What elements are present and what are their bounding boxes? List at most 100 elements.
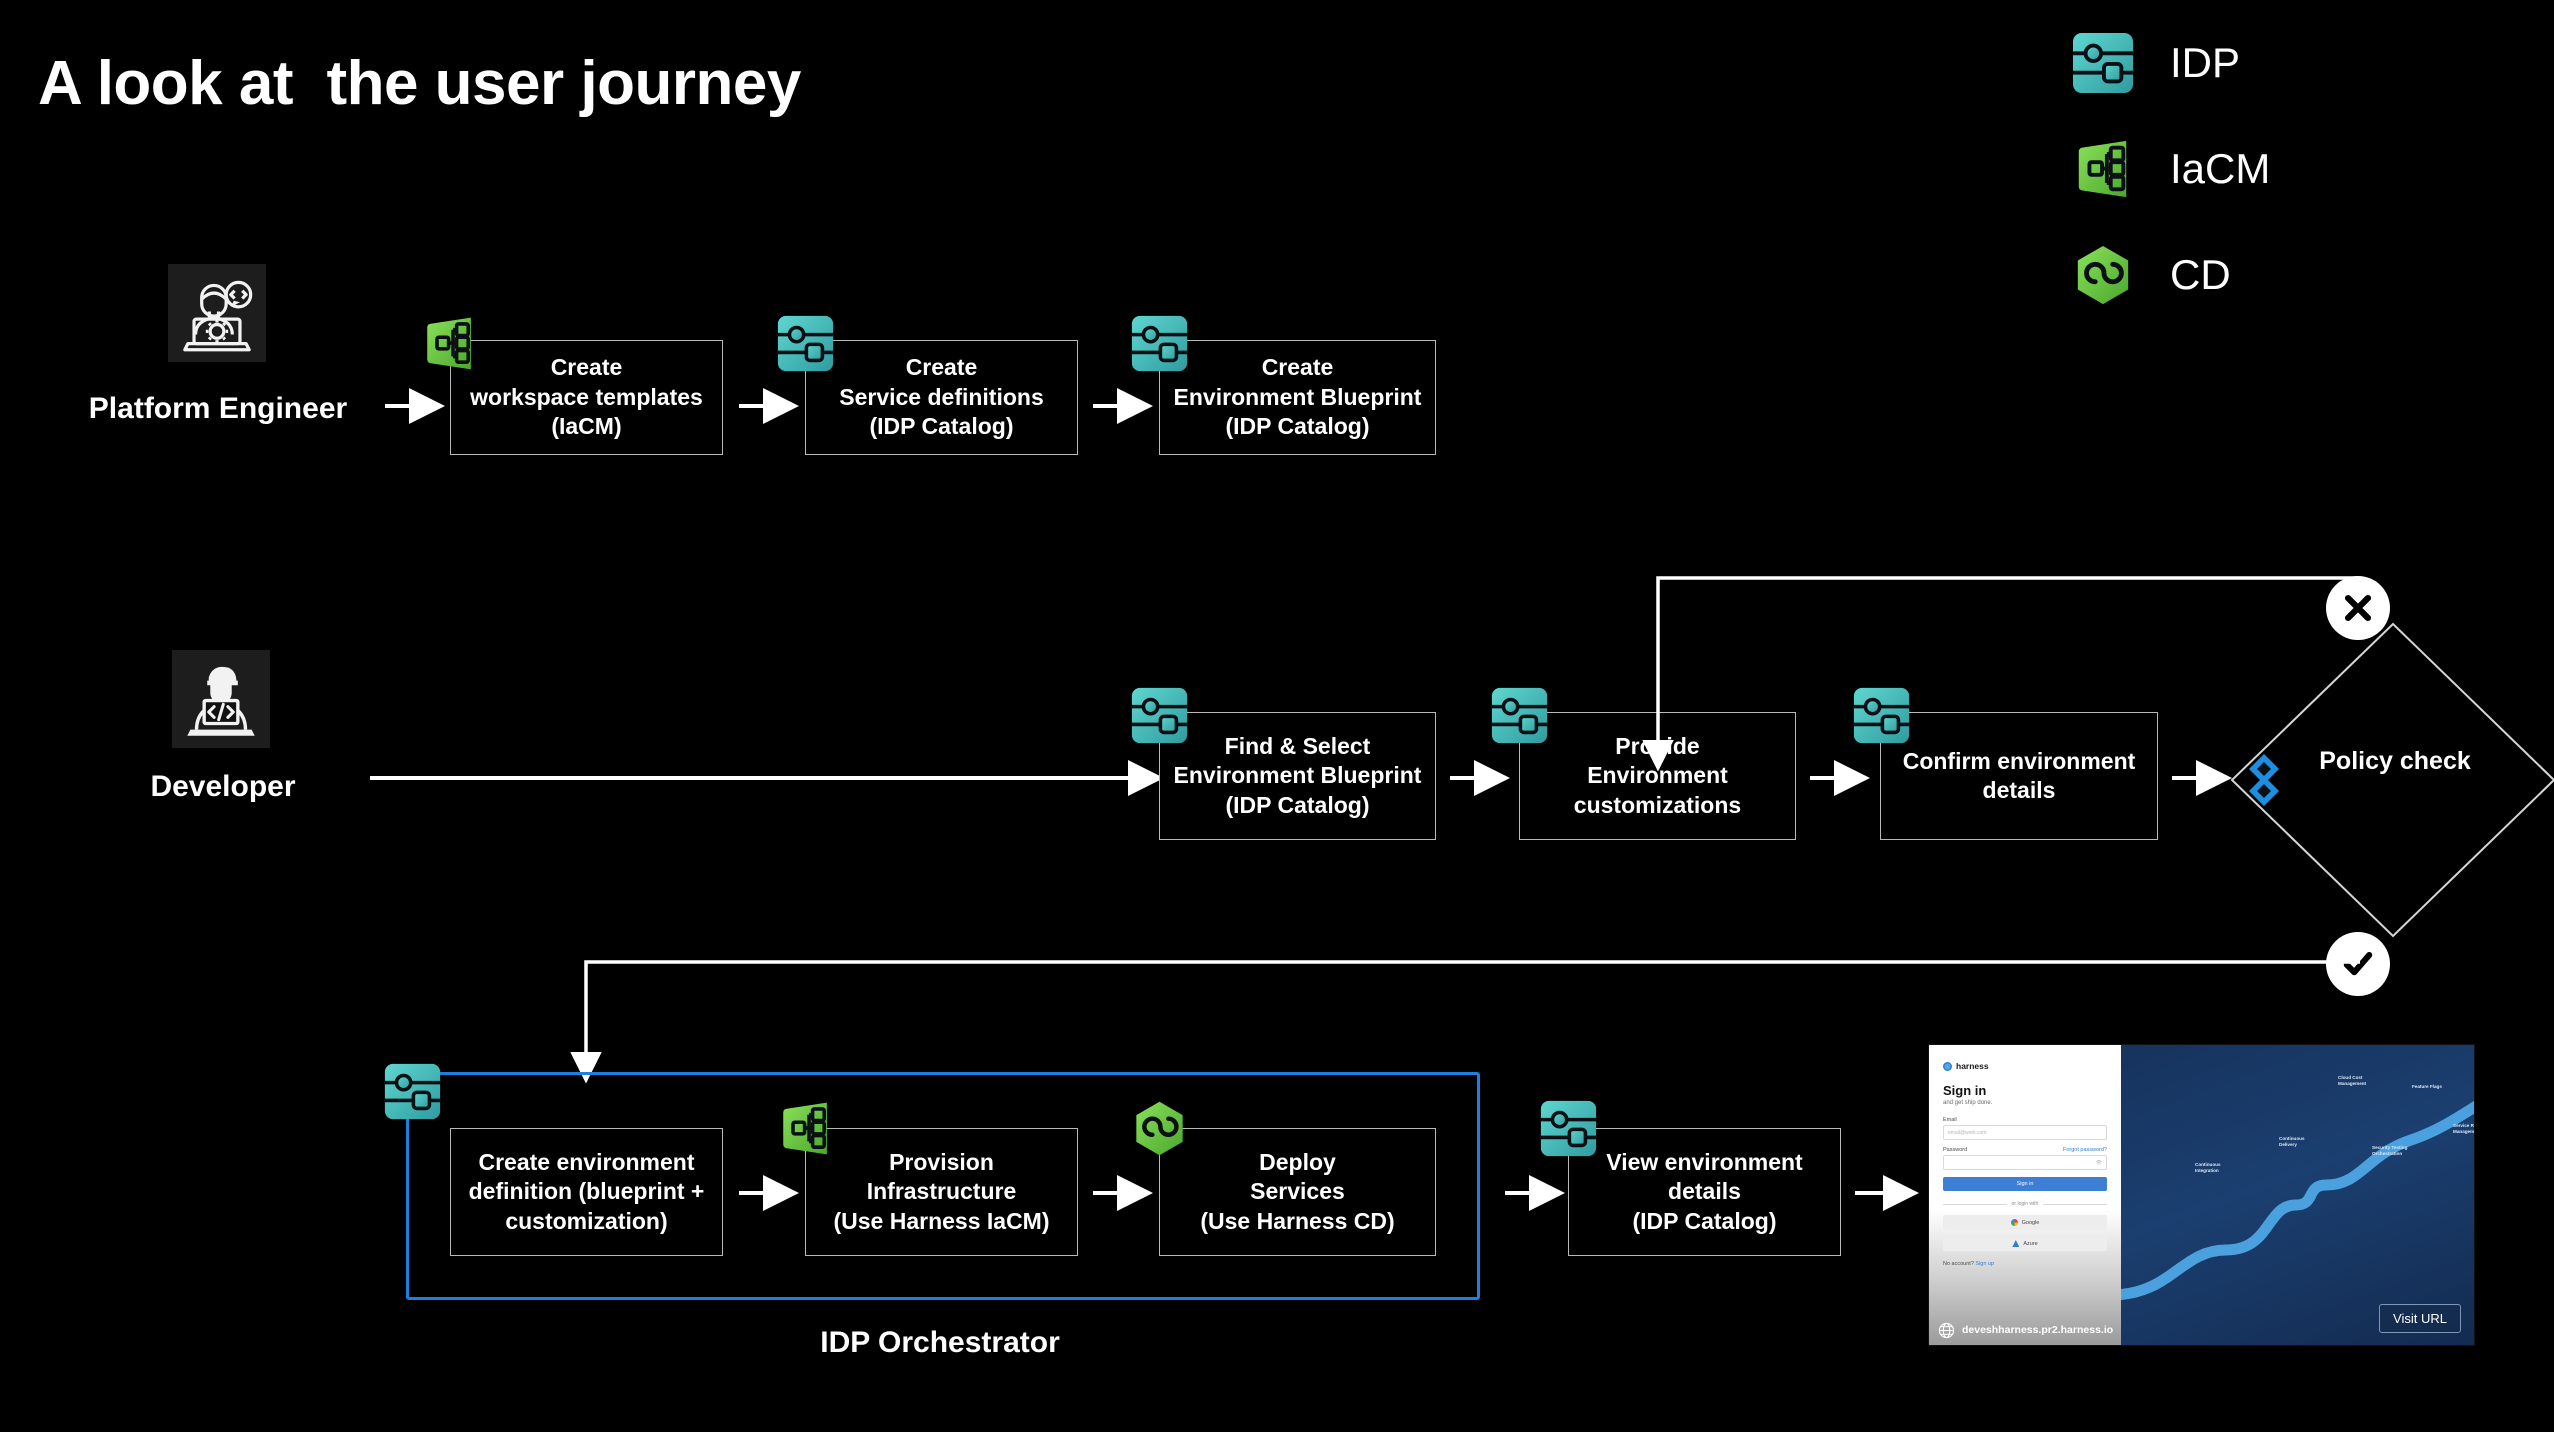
idp-icon [777,315,834,372]
idp-icon [384,1063,441,1120]
policy-label-line: Policy [2319,747,2393,775]
step-deploy-services[interactable]: Deploy Services (Use Harness CD) [1159,1128,1436,1256]
arrow-orch-step3-to-step4 [1505,1175,1565,1211]
legend-item-cd: CD [2072,222,2270,328]
eye-icon[interactable]: 👁 [2095,1159,2102,1166]
step-create-service-definitions[interactable]: Create Service definitions (IDP Catalog) [805,340,1078,455]
step-line: details [1982,777,2056,803]
step-line: Environment Blueprint [1173,383,1422,410]
signin-subheading: and get ship done. [1943,1100,1993,1106]
step-line: Create [905,354,978,381]
step-line: (IDP Catalog) [1632,1207,1777,1234]
signup-prompt: No account? Sign up [1943,1261,2107,1267]
arrow-dev-step2-to-step3 [1810,760,1870,796]
policy-check-label: Policy check [2315,745,2475,778]
password-label: Password [1943,1147,1968,1153]
signup-link[interactable]: Sign up [1975,1261,1995,1267]
step-create-environment-blueprint[interactable]: Create Environment Blueprint (IDP Catalo… [1159,340,1436,455]
step-line: Find & Select [1224,732,1371,759]
step-find-select-environment-blueprint[interactable]: Find & Select Environment Blueprint (IDP… [1159,712,1436,840]
idp-icon [1491,687,1548,744]
policy-check-decision[interactable] [2228,620,2554,940]
platform-engineer-avatar [168,264,266,362]
cd-icon [1131,1100,1188,1157]
policy-approve-path [570,960,2360,1084]
arrow-dev-step3-to-policy [2172,760,2232,796]
legend-label-iacm: IaCM [2170,145,2271,192]
arrow-pe-to-step1 [385,388,445,424]
step-line: Create [1261,354,1334,381]
step-line: (IDP Catalog) [1225,413,1370,440]
idp-orchestrator-frame [406,1072,1480,1300]
arrow-orch-step2-to-step3 [1093,1175,1153,1211]
idp-icon [1540,1100,1597,1157]
globe-icon [1938,1322,1955,1338]
step-line: Infrastructure [866,1178,1017,1205]
step-create-workspace-templates[interactable]: Create workspace templates (IaCM) [450,340,723,455]
arrow-developer-to-step1 [370,760,1164,796]
google-icon [2010,1219,2018,1226]
developer-avatar [172,650,270,748]
preview-url-bar: deveshharness.pr2.harness.io [1929,1315,2121,1345]
hero-path [2121,1100,2474,1300]
step-line: (IaCM) [551,413,622,440]
iacm-icon [781,1100,829,1157]
idp-icon [1131,315,1188,372]
step-line: Create environment [478,1148,695,1175]
legend-label-cd: CD [2170,251,2231,298]
step-line: Confirm environment [1902,747,2136,774]
legend-item-idp: IDP [2072,10,2270,116]
password-field[interactable]: 👁 [1943,1155,2107,1170]
google-sso-button[interactable]: Google [1943,1215,2107,1230]
signin-divider: or login with [1943,1201,2107,1207]
preview-url-text: deveshharness.pr2.harness.io [1962,1324,2114,1336]
arrow-step1-to-step2 [739,388,799,424]
reject-x-icon [2326,576,2390,640]
step-line: Services [1250,1178,1345,1205]
iacm-icon [2072,138,2134,200]
cd-icon [2072,244,2134,306]
idp-icon [1131,687,1188,744]
arrow-orch-step1-to-step2 [739,1175,799,1211]
platform-engineer-label: Platform Engineer [88,392,348,425]
step-confirm-environment-details[interactable]: Confirm environment details [1880,712,2158,840]
step-line: (Use Harness IaCM) [833,1207,1050,1234]
step-line: customizations [1573,791,1742,818]
arrow-orch-step4-to-preview [1855,1175,1919,1211]
harness-logo: harness [1943,1061,2107,1071]
step-line: View environment [1606,1148,1803,1175]
arrow-step2-to-step3 [1093,388,1153,424]
signin-submit-button[interactable]: Sign in [1943,1177,2107,1191]
step-provision-infrastructure[interactable]: Provision Infrastructure (Use Harness Ia… [805,1128,1078,1256]
step-line: details [1668,1178,1741,1205]
step-line: (IDP Catalog) [1225,791,1370,818]
step-line: Environment Blueprint [1173,762,1422,789]
step-create-environment-definition[interactable]: Create environment definition (blueprint… [450,1128,723,1256]
azure-sso-button[interactable]: Azure [1943,1236,2107,1251]
step-view-environment-details[interactable]: View environment details (IDP Catalog) [1568,1128,1841,1256]
hero-node-label: Feature Flags [2412,1084,2442,1089]
hero-node-label: Service ReliabilityManagement [2453,1123,2474,1134]
step-line: workspace templates [470,383,703,410]
policy-label-line: check [2399,747,2471,775]
step-line: customization) [505,1207,668,1234]
policy-reject-path [1642,576,2358,772]
page-title: A look at the user journey [38,49,801,118]
step-line: Provision [889,1148,994,1175]
azure-sso-label: Azure [2023,1240,2038,1247]
iacm-icon [425,315,473,372]
developer-label: Developer [150,770,296,803]
step-provide-environment-customizations[interactable]: Provide Environment customizations [1519,712,1796,840]
forgot-password-link[interactable]: Forgot password? [2062,1147,2107,1153]
google-sso-label: Google [2021,1219,2040,1226]
signin-heading: Sign in [1943,1083,1987,1098]
step-line: definition (blueprint + [468,1178,705,1205]
environment-preview-card[interactable]: harness Sign in and get ship done. Email… [1929,1045,2474,1345]
email-field[interactable]: email@work.com [1943,1125,2107,1140]
approve-check-icon [2326,932,2390,996]
visit-url-button[interactable]: Visit URL [2379,1304,2461,1333]
legend-label-idp: IDP [2170,39,2241,86]
